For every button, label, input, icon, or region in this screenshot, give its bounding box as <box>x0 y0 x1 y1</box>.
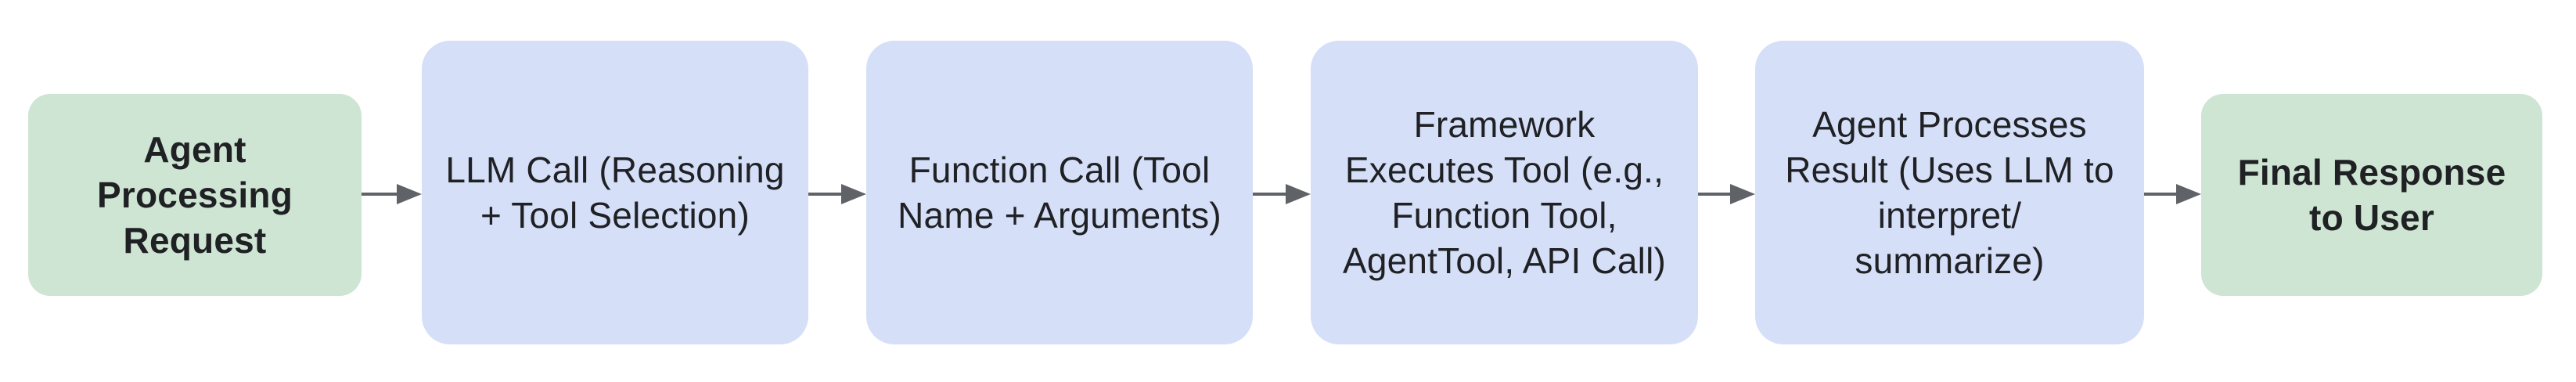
node-label: Agent Processes Result (Uses LLM to inte… <box>1785 104 2114 281</box>
arrow-line <box>2144 193 2181 196</box>
flow-arrow-5 <box>2144 184 2201 204</box>
arrow-right-icon <box>2176 184 2201 204</box>
flow-arrow-3 <box>1253 184 1311 204</box>
arrow-right-icon <box>1730 184 1755 204</box>
flow-arrow-4 <box>1698 184 1755 204</box>
node-label: Agent Processing Request <box>97 129 293 261</box>
node-label: LLM Call (Reasoning + Tool Selection) <box>445 150 785 236</box>
node-label: Function Call (Tool Name + Arguments) <box>898 150 1221 236</box>
node-function-call: Function Call (Tool Name + Arguments) <box>866 41 1253 344</box>
arrow-right-icon <box>841 184 866 204</box>
arrow-right-icon <box>397 184 422 204</box>
node-label: Framework Executes Tool (e.g., Function … <box>1342 104 1667 281</box>
node-framework-executes-tool: Framework Executes Tool (e.g., Function … <box>1311 41 1698 344</box>
flow-arrow-2 <box>808 184 866 204</box>
arrow-line <box>808 193 846 196</box>
arrow-line <box>1698 193 1735 196</box>
arrow-line <box>1253 193 1290 196</box>
node-agent-processing-request: Agent Processing Request <box>28 94 362 296</box>
node-final-response-to-user: Final Response to User <box>2201 94 2542 296</box>
arrow-right-icon <box>1286 184 1311 204</box>
node-agent-processes-result: Agent Processes Result (Uses LLM to inte… <box>1755 41 2144 344</box>
node-label: Final Response to User <box>2237 152 2506 238</box>
node-llm-call: LLM Call (Reasoning + Tool Selection) <box>422 41 808 344</box>
flow-arrow-1 <box>362 184 422 204</box>
arrow-line <box>362 193 401 196</box>
